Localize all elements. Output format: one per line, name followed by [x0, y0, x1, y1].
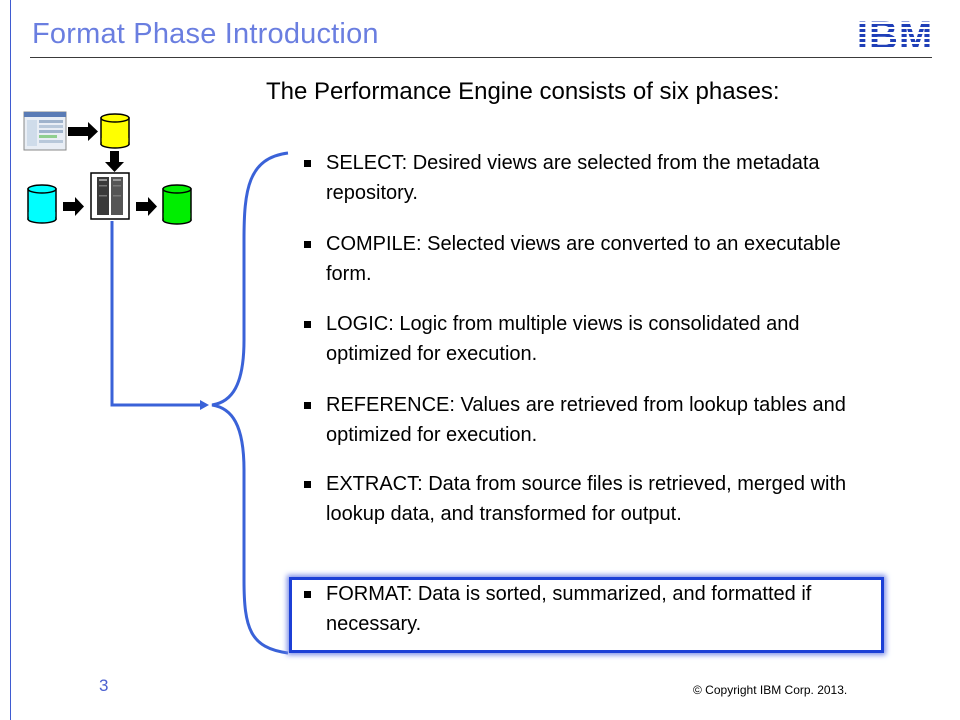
connector-line	[110, 221, 200, 407]
copyright-notice: © Copyright IBM Corp. 2013.	[693, 683, 848, 697]
page-number: 3	[99, 676, 109, 695]
screenshot-thumbnail-icon	[23, 111, 67, 151]
green-database-icon	[162, 184, 192, 225]
curly-brace	[211, 151, 289, 655]
bullet-marker	[304, 591, 311, 598]
bullet-marker	[304, 160, 311, 167]
format-highlight-box	[289, 577, 884, 653]
bullet-marker	[304, 402, 311, 409]
arrow-icon	[68, 122, 98, 141]
frame-left-border	[10, 0, 11, 720]
yellow-database-icon	[100, 113, 130, 149]
connector-arrowhead	[200, 400, 209, 410]
arrow-icon	[136, 197, 157, 216]
svg-text:IBM: IBM	[857, 14, 933, 54]
list-item-format: FORMAT: Data is sorted, summarized, and …	[300, 579, 860, 639]
list-item-extract: EXTRACT: Data from source files is retri…	[300, 469, 860, 529]
slide-title: Format Phase Introduction	[32, 18, 379, 50]
arrow-icon	[63, 197, 84, 216]
title-divider	[30, 57, 932, 58]
bullet-marker	[304, 481, 311, 488]
list-item-select: SELECT: Desired views are selected from …	[300, 148, 860, 208]
cyan-database-icon	[27, 184, 57, 224]
arrow-icon	[105, 151, 124, 172]
list-item-reference: REFERENCE: Values are retrieved from loo…	[300, 390, 860, 450]
bullet-marker	[304, 241, 311, 248]
bullet-marker	[304, 321, 311, 328]
list-item-compile: COMPILE: Selected views are converted to…	[300, 229, 860, 289]
list-item-logic: LOGIC: Logic from multiple views is cons…	[300, 309, 860, 369]
intro-text: The Performance Engine consists of six p…	[266, 78, 780, 105]
ibm-logo: IBM	[857, 14, 933, 54]
server-icon	[90, 172, 130, 220]
